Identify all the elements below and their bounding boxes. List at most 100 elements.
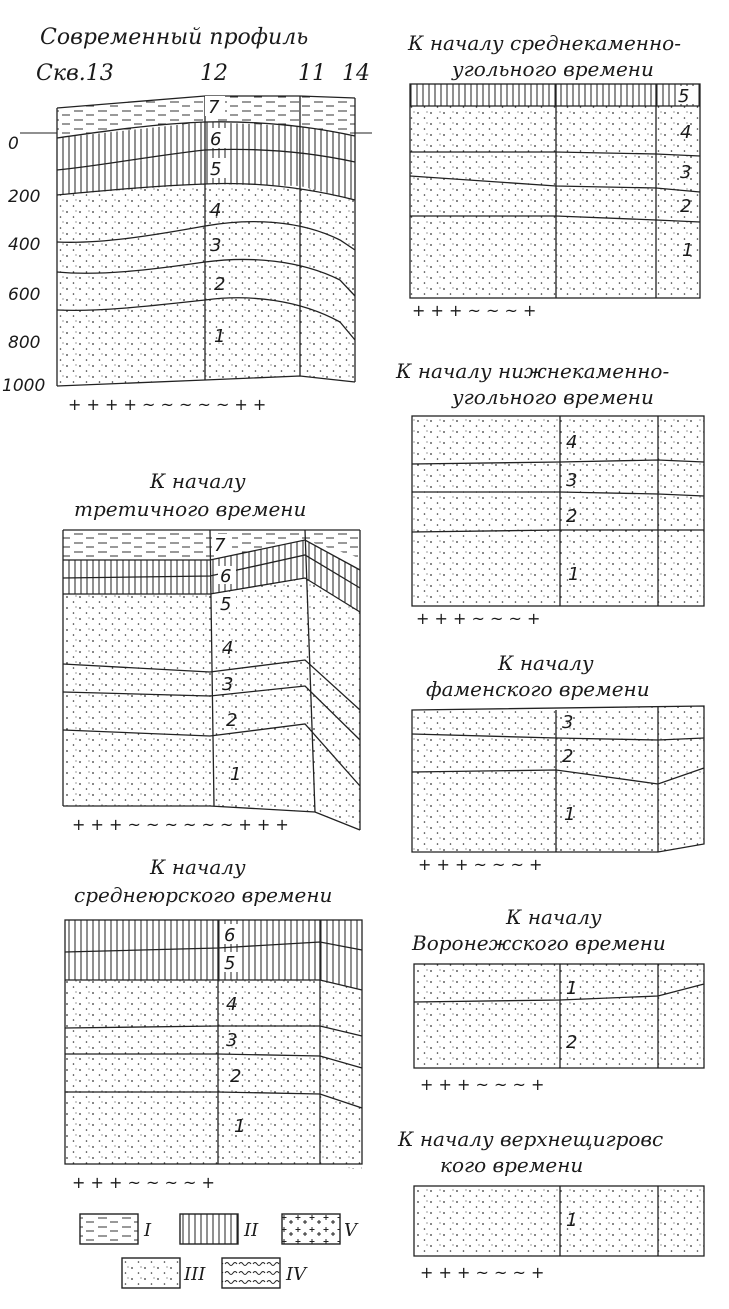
- vshchigr-sandstone-body: [414, 1186, 704, 1256]
- lowcarb-sandstone-body: [412, 416, 704, 606]
- midcarb-label-5: 5: [678, 86, 689, 107]
- midcarb-label-1: 1: [682, 240, 693, 261]
- legend-swatch-crosses: [281, 1213, 341, 1245]
- depth-tick-600: 600: [8, 285, 40, 305]
- legend-label-3: III: [183, 1264, 206, 1285]
- vshchigr-title-2: кого времени: [440, 1153, 583, 1177]
- well-label-13: Скв.13: [36, 61, 114, 86]
- tertiary-title-1: К началу: [149, 469, 246, 493]
- tertiary-layer-7: [63, 530, 210, 560]
- modern-layer-5: [57, 150, 355, 200]
- modern-layer-6: [57, 122, 355, 170]
- tertiary-label-5: 5: [220, 594, 231, 615]
- legend-label-4: IV: [285, 1264, 308, 1285]
- voronezh-label-2: 2: [566, 1032, 577, 1053]
- midjurassic-label-3: 3: [226, 1030, 237, 1051]
- legend-label-2: II: [243, 1220, 259, 1241]
- well-label-11: 11: [298, 61, 326, 86]
- modern-title: Современный профиль: [40, 25, 308, 50]
- voronezh-title-2: Воронежского времени: [411, 931, 666, 955]
- tertiary-label-3: 3: [222, 674, 233, 695]
- well-label-12: 12: [200, 61, 228, 86]
- famen-basement: + + + ~ ~ ~ +: [418, 855, 542, 874]
- lowcarb-panel: К началу нижнекаменно- угольного времени…: [395, 359, 705, 628]
- modern-sandstone-body: [57, 184, 355, 386]
- modern-label-5: 5: [210, 159, 221, 180]
- famen-label-1: 1: [564, 804, 575, 825]
- lowcarb-basement: + + + ~ ~ ~ +: [416, 609, 540, 628]
- legend-swatch-dots: [121, 1257, 181, 1289]
- midcarb-basement: + + + ~ ~ ~ +: [412, 301, 536, 320]
- midjurassic-label-5: 5: [224, 953, 235, 974]
- midcarb-label-3: 3: [680, 162, 691, 183]
- midcarb-label-4: 4: [680, 122, 691, 143]
- tertiary-label-1: 1: [230, 764, 241, 785]
- tertiary-sandstone-body: [63, 578, 360, 830]
- midjurassic-label-6: 6: [224, 925, 235, 946]
- modern-label-7: 7: [208, 97, 220, 118]
- lowcarb-label-2: 2: [566, 506, 577, 527]
- modern-profile-panel: Современный профиль Скв.13 12 11 14 0 20…: [2, 25, 372, 414]
- vshchigr-basement: + + + ~ ~ ~ +: [420, 1263, 544, 1282]
- midcarb-title-2: угольного времени: [451, 57, 654, 81]
- legend-swatch-waves: [221, 1257, 281, 1289]
- midcarb-sandstone-body: [410, 106, 700, 298]
- midjurassic-layer-6-5: [65, 920, 362, 990]
- depth-tick-1000: 1000: [2, 376, 45, 396]
- midjurassic-title-2: среднеюрского времени: [74, 883, 332, 907]
- lowcarb-title-1: К началу нижнекаменно-: [395, 359, 669, 383]
- tertiary-label-7: 7: [214, 535, 226, 556]
- modern-label-6: 6: [210, 129, 221, 150]
- depth-tick-200: 200: [8, 187, 40, 207]
- midjurassic-label-2: 2: [230, 1066, 241, 1087]
- depth-tick-400: 400: [8, 235, 40, 255]
- tertiary-title-2: третичного времени: [74, 497, 306, 521]
- midcarb-label-2: 2: [680, 196, 691, 217]
- midjurassic-label-1: 1: [234, 1116, 245, 1137]
- modern-label-3: 3: [210, 235, 221, 256]
- voronezh-title-1: К началу: [505, 905, 602, 929]
- legend: I II V III IV: [79, 1213, 359, 1289]
- famen-title-2: фаменского времени: [426, 677, 650, 701]
- voronezh-sandstone-body: [414, 964, 704, 1068]
- modern-label-1: 1: [214, 326, 225, 347]
- midjurassic-basement: + + + ~ ~ ~ ~ +: [72, 1173, 215, 1192]
- legend-label-1: I: [143, 1220, 152, 1241]
- midcarb-layer-5: [410, 84, 700, 106]
- tertiary-panel: К началу третичного времени 7 6 5: [62, 469, 361, 834]
- legend-swatch-vertical-hatch: [179, 1213, 239, 1245]
- legend-label-5: V: [344, 1220, 359, 1241]
- famen-label-2: 2: [562, 746, 573, 767]
- legend-swatch-dashes: [79, 1213, 139, 1245]
- tertiary-label-2: 2: [226, 710, 237, 731]
- voronezh-panel: К началу Воронежского времени 1 2 + + + …: [411, 905, 705, 1094]
- modern-label-2: 2: [214, 274, 225, 295]
- midjurassic-label-4: 4: [226, 994, 237, 1015]
- vshchigr-label-1: 1: [566, 1210, 577, 1231]
- midjurassic-panel: К началу среднеюрского времени 6 5 4 3 2…: [64, 855, 363, 1192]
- lowcarb-title-2: угольного времени: [451, 385, 654, 409]
- depth-tick-800: 800: [8, 333, 40, 353]
- vshchigr-title-1: К началу верхнещигровс: [397, 1127, 663, 1151]
- lowcarb-label-4: 4: [566, 432, 577, 453]
- vshchigr-panel: К началу верхнещигровс кого времени 1 + …: [397, 1127, 705, 1282]
- famen-sandstone-body: [412, 706, 704, 852]
- midjurassic-title-1: К началу: [149, 855, 246, 879]
- midjurassic-sandstone-body: [65, 980, 362, 1170]
- lowcarb-label-3: 3: [566, 470, 577, 491]
- famen-panel: К началу фаменского времени 3 2 1 + + + …: [411, 651, 705, 874]
- famen-title-1: К началу: [497, 651, 594, 675]
- lowcarb-label-1: 1: [568, 564, 579, 585]
- tertiary-label-6: 6: [220, 566, 231, 587]
- voronezh-basement: + + + ~ ~ ~ +: [420, 1075, 544, 1094]
- tertiary-basement: + + + ~ ~ ~ ~ ~ ~ + + +: [72, 815, 289, 834]
- modern-basement: + + + + ~ ~ ~ ~ ~ + +: [68, 395, 266, 414]
- depth-tick-0: 0: [8, 134, 19, 154]
- midcarb-panel: К началу среднекаменно- угольного времен…: [407, 31, 701, 320]
- midcarb-title-1: К началу среднекаменно-: [407, 31, 681, 55]
- well-label-14: 14: [342, 61, 370, 86]
- famen-label-3: 3: [562, 712, 573, 733]
- tertiary-label-4: 4: [222, 638, 233, 659]
- voronezh-label-1: 1: [566, 978, 577, 999]
